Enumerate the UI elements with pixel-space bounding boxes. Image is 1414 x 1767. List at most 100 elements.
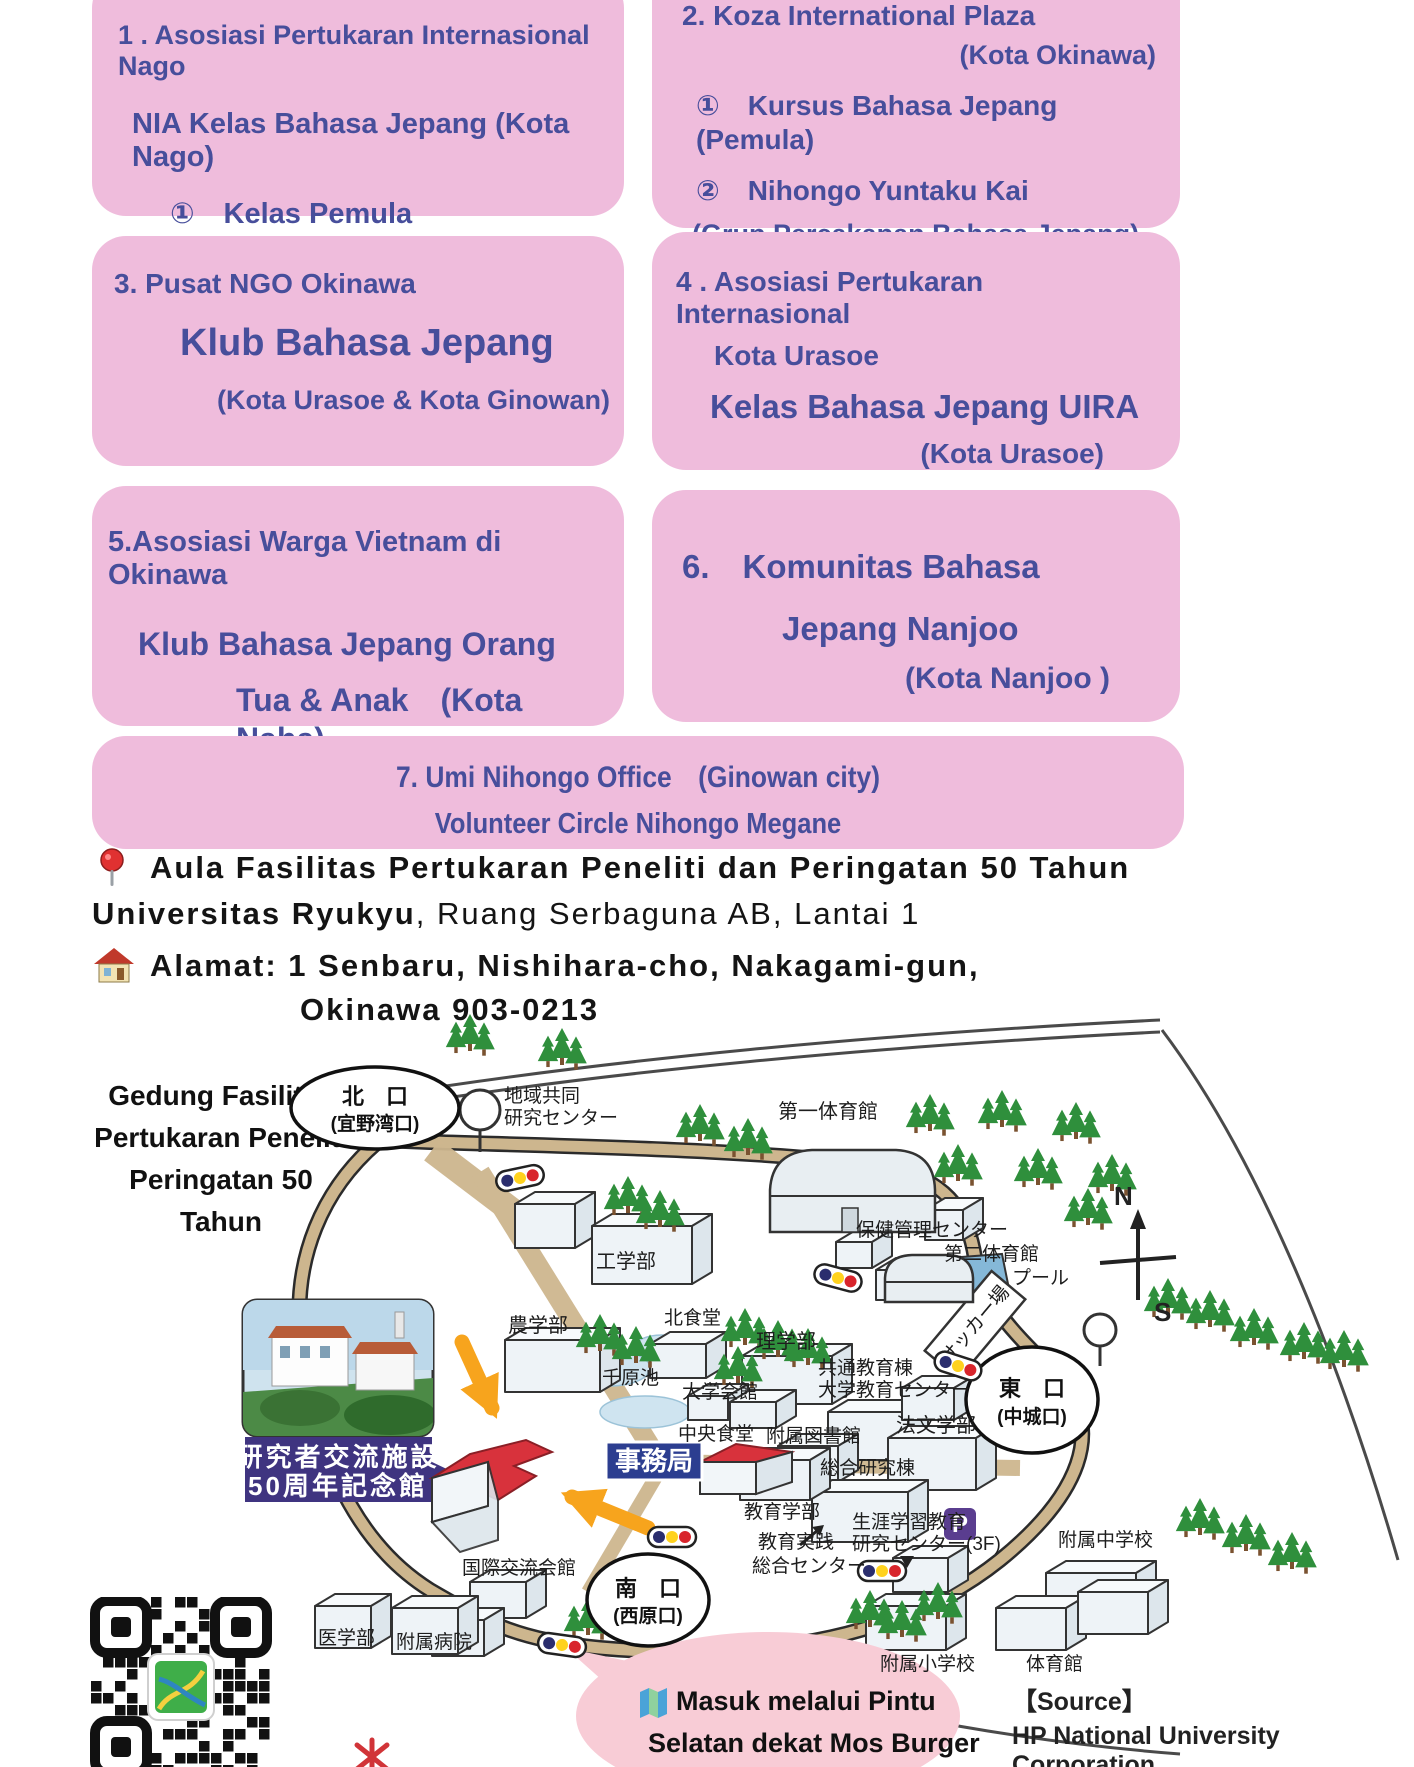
label-jissen1: 教育実践 xyxy=(758,1531,834,1553)
label-sogokenkyu: 総合研究棟 xyxy=(820,1457,915,1479)
box2-item2: ② Nihongo Yuntaku Kai xyxy=(696,175,1029,206)
label-chugakko: 附属中学校 xyxy=(1058,1529,1153,1551)
label-shogai1: 生涯学習教育 xyxy=(852,1511,966,1533)
box2-title: 2. Koza International Plaza xyxy=(682,0,1036,31)
label-kyodo2: 研究センター xyxy=(504,1107,618,1129)
box7-line1: Volunteer Circle Nihongo Megane xyxy=(434,808,842,840)
gate-east-line2: (中城口) xyxy=(997,1405,1067,1428)
gate-north-line1: 北 口 xyxy=(342,1084,408,1109)
box1-title: 1 . Asosiasi Pertukaran Internasional Na… xyxy=(118,20,590,81)
box4-line1: Kelas Bahasa Jepang UIRA xyxy=(710,388,1140,425)
gate-north-line2: (宜野湾口) xyxy=(331,1112,420,1135)
parking-label: P xyxy=(952,1511,968,1538)
box1-item1: ① Kelas Pemula xyxy=(170,198,413,230)
source-title: 【Source】 xyxy=(1012,1688,1147,1716)
label-toshokan: 附属図書館 xyxy=(766,1425,861,1447)
box2-subtitle: (Kota Okinawa) xyxy=(959,40,1156,70)
program-box-2: 2. Koza International Plaza (Kota Okinaw… xyxy=(652,0,1180,249)
box7-title: 7. Umi Nihongo Office (Ginowan city) xyxy=(395,761,881,794)
gym2-building xyxy=(883,1253,975,1304)
program-box-4: 4 . Asosiasi Pertukaran Internasional Ko… xyxy=(652,232,1180,470)
box6-line1: Jepang Nanjoo xyxy=(782,610,1019,647)
label-rigakubu: 理学部 xyxy=(756,1330,816,1353)
qr-code xyxy=(90,1597,272,1767)
label-byoin: 附属病院 xyxy=(396,1631,472,1653)
label-hoken: 保健管理センター xyxy=(856,1219,1008,1241)
anniversary-hall-building xyxy=(428,1438,555,1554)
address-line2: Okinawa 903-0213 xyxy=(300,992,600,1027)
label-shogai2: 研究センター(3F) xyxy=(852,1533,1001,1555)
compass-s: S xyxy=(1154,1297,1171,1327)
label-kogakubu: 工学部 xyxy=(596,1250,656,1273)
location-pin-icon xyxy=(100,848,124,886)
venue-room: , Ruang Serbaguna AB, Lantai 1 xyxy=(415,896,921,931)
round-tree-icon-east xyxy=(1082,1312,1118,1366)
facility-label: 研究者交流施設 50周年記念館 xyxy=(236,1437,470,1502)
entrance-note-blob: Masuk melalui Pintu Selatan dekat Mos Bu… xyxy=(566,1632,980,1767)
parking-icon: P xyxy=(944,1508,976,1540)
box5-title: 5.Asosiasi Warga Vietnam di Okinawa xyxy=(108,526,502,591)
venue-line2: Universitas Ryukyu, Ruang Serbaguna AB, … xyxy=(92,896,920,932)
facility-label-line2: 50周年記念館 xyxy=(248,1471,428,1501)
box3-title: 3. Pusat NGO Okinawa xyxy=(114,268,416,299)
gate-south-line1: 南 口 xyxy=(615,1576,681,1601)
source-block: 【Source】 HP National University Corporat… xyxy=(1012,1688,1414,1767)
box4-title: 4 . Asosiasi Pertukaran Internasional xyxy=(676,266,984,329)
label-dai1: 第一体育館 xyxy=(778,1100,878,1123)
venue-line1: Aula Fasilitas Pertukaran Peneliti dan P… xyxy=(150,850,1131,885)
box1-line1: NIA Kelas Bahasa Jepang (Kota Nago) xyxy=(132,108,570,173)
box4-line2: (Kota Urasoe) xyxy=(920,438,1104,469)
compass-n: N xyxy=(1114,1181,1133,1211)
box4-title2: Kota Urasoe xyxy=(714,340,879,371)
label-jissen2: 総合センター xyxy=(752,1555,866,1577)
label-taiikukan: 体育館 xyxy=(1026,1653,1083,1675)
program-box-6: 6. Komunitas Bahasa Jepang Nanjoo (Kota … xyxy=(652,490,1180,722)
box6-title: 6. Komunitas Bahasa xyxy=(682,548,1040,585)
label-shogakko: 附属小学校 xyxy=(880,1653,975,1675)
label-kyotsu1: 共通教育棟 xyxy=(818,1357,913,1379)
map-icon xyxy=(640,1688,667,1718)
direction-arrows xyxy=(454,1334,656,1536)
box6-line2: (Kota Nanjoo ) xyxy=(905,662,1110,695)
box2-item1: ① Kursus Bahasa Jepang (Pemula) xyxy=(696,90,1058,155)
map-buildings xyxy=(314,1191,1169,1657)
label-daigakukaikan: 大学会館 xyxy=(682,1381,758,1403)
facility-label-line1: 研究者交流施設 xyxy=(236,1442,439,1472)
label-kyotsu2: 大学教育センター xyxy=(818,1379,970,1401)
address-line1: Alamat: 1 Senbaru, Nishihara-cho, Nakaga… xyxy=(150,948,980,983)
gate-south-line2: (西原口) xyxy=(613,1606,683,1627)
campus-map: サッカー場 N S xyxy=(236,1000,1400,1767)
program-box-5: 5.Asosiasi Warga Vietnam di Okinawa Klub… xyxy=(92,486,624,757)
map-labels: 地域共同 研究センター 工学部 第一体育館 保健管理センター 第二体育館 プール… xyxy=(318,1085,1153,1675)
gate-east: 東 口 (中城口) xyxy=(964,1345,1100,1455)
gym1-building xyxy=(768,1148,937,1234)
office-red-building xyxy=(696,1442,796,1496)
box5-line1: Klub Bahasa Jepang Orang xyxy=(138,626,556,662)
label-kitashokudo: 北食堂 xyxy=(664,1307,721,1329)
program-box-3: 3. Pusat NGO Okinawa Klub Bahasa Jepang … xyxy=(92,236,624,466)
red-asterisk xyxy=(354,1737,390,1767)
venue-name: Universitas Ryukyu xyxy=(92,896,416,931)
note-line2: Selatan dekat Mos Burger xyxy=(648,1728,980,1758)
label-kyodo1: 地域共同 xyxy=(504,1085,580,1107)
source-line1: HP National University Corporation xyxy=(1012,1721,1280,1767)
office-badge: 事務局 xyxy=(604,1440,704,1482)
label-kyoikugakubu: 教育学部 xyxy=(744,1501,820,1523)
box3-line1: Klub Bahasa Jepang xyxy=(180,322,554,364)
caption-line3: Peringatan 50 Tahun xyxy=(129,1164,313,1237)
label-chibaraike: 千原池 xyxy=(602,1367,659,1389)
label-chuoshokudo: 中央食堂 xyxy=(678,1423,754,1445)
box3-line2: (Kota Urasoe & Kota Ginowan) xyxy=(216,385,610,415)
gate-north: 北 口 (宜野湾口) xyxy=(289,1065,461,1151)
label-pool: プール xyxy=(1012,1267,1069,1289)
traffic-lights xyxy=(495,1163,983,1659)
gate-east-line1: 東 口 xyxy=(999,1376,1065,1401)
program-box-1: 1 . Asosiasi Pertukaran Internasional Na… xyxy=(92,0,624,288)
office-badge-label: 事務局 xyxy=(615,1446,693,1476)
facility-photo xyxy=(241,1298,435,1438)
label-igakubu: 医学部 xyxy=(318,1627,375,1649)
label-dai2: 第二体育館 xyxy=(944,1243,1039,1265)
label-kokusai: 国際交流会館 xyxy=(462,1557,576,1579)
misc-arrows xyxy=(799,1525,914,1568)
